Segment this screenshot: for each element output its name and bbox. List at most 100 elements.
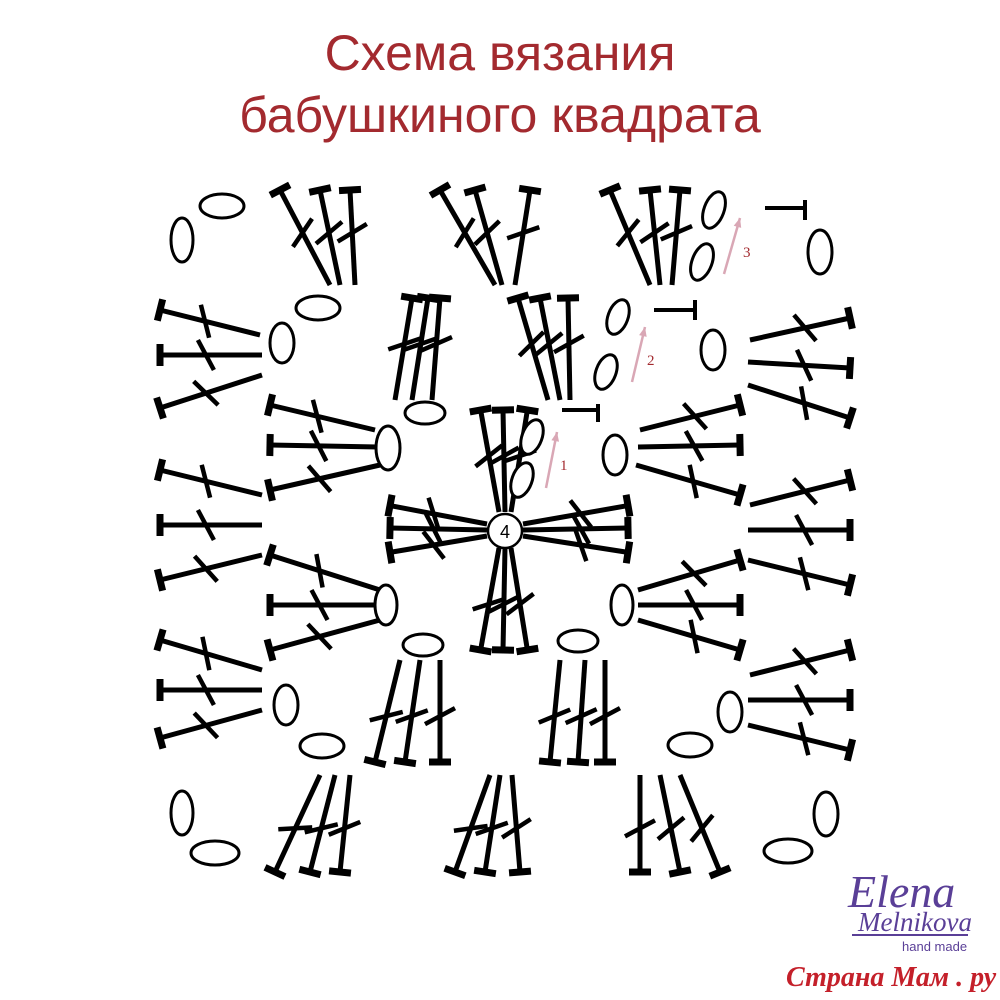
stitch-stem [747,382,851,421]
stitch-slash [291,217,314,249]
stitch-stem [402,659,423,763]
chain-stitch [169,789,195,837]
chain-stitch [519,418,545,456]
title-line-2: бабушкиного квадрата [239,87,761,143]
double-crochet-stitch [156,673,262,707]
stitch-stem [269,552,381,593]
stitch-slash [306,622,333,651]
chain-stitch [605,298,631,336]
double-crochet-stitch [506,291,551,401]
stitch-stem [372,659,403,763]
stitch-stem [277,188,333,287]
stitch-cap [393,756,417,768]
double-crochet-stitch [384,530,488,564]
brand-name: Elena [848,866,956,917]
double-crochet-stitch [268,181,333,287]
stitch-cap [845,356,855,380]
stitch-stem [429,297,443,401]
stitch-slash [487,445,520,467]
chain-stitch [666,731,714,759]
stitch-slash [537,707,572,725]
stitch-stem [337,774,353,873]
double-crochet-stitch [264,393,376,434]
stitch-slash [534,331,564,357]
double-crochet-stitch [266,588,380,622]
double-crochet-stitch [749,638,857,678]
stitch-cap [638,185,662,195]
stitch-slash [421,530,446,560]
stitch-cap [843,406,857,430]
double-crochet-stitch [156,508,262,542]
stitch-cap [733,638,747,662]
stitch-slash [192,379,220,407]
stitch-slash [797,556,811,591]
stitch-stem [307,774,338,873]
stitch-stem [515,297,551,401]
stitch-stem [159,707,263,741]
double-crochet-stitch [656,774,692,878]
stitch-slash [568,499,593,529]
stitch-slash [552,333,585,355]
stitch-slash [798,386,810,421]
stitch-slash [639,221,670,245]
stitch-stem [269,442,379,450]
stitch-cap [264,478,276,502]
stitch-cap [338,185,362,195]
double-crochet-stitch [443,774,493,880]
stitch-slash [656,815,686,841]
stitch-stem [639,402,741,433]
stitch-stem [269,617,381,653]
row-arrow-head [639,327,647,337]
brand-surname: Melnikova [858,907,972,937]
chain-stitch [812,790,840,838]
stitch-stem [747,722,851,753]
stitch-stem [522,533,629,555]
stitch-slash [309,588,330,622]
stitch-stem [389,533,488,555]
stitch-slash [192,711,220,740]
chain-stitch [169,216,195,264]
double-crochet-stitch [748,513,854,547]
stitch-cap [308,184,332,196]
stitch-stem [472,189,505,286]
stitch-stem [389,525,488,533]
site-name[interactable]: Страна Мам . ру [786,962,997,993]
stitch-slash [615,218,641,248]
chain-stitch [716,690,744,734]
chain-stitch [272,683,300,727]
stitch-cap [843,738,857,762]
double-crochet-stitch [423,660,457,766]
chain-stitch [298,732,346,760]
row-arrow [722,217,742,275]
row-labels: 1 2 3 [560,245,751,474]
stitch-slash [195,673,216,707]
row-arrow-shaft [722,217,742,275]
stitch-slash [794,513,815,547]
stitch-stem [749,315,851,343]
stitch-stem [389,503,488,527]
double-crochet-stitch [263,773,323,880]
stitch-slash [688,619,700,654]
stitch-stem [478,409,502,513]
stitch-stem [269,402,376,433]
stitch-stem [565,297,573,401]
stitch-slash [426,496,441,531]
stitch-slash [453,823,488,834]
stitch-stem [512,189,533,286]
row-arrow-head [551,432,560,442]
stitch-slash [588,706,622,727]
stitch-stem [747,359,851,371]
double-crochet-stitch [635,462,747,507]
row-arrow-head [733,218,742,228]
stitch-cap [473,866,497,878]
double-crochet-stitch [638,588,744,622]
chain-layer [169,190,840,867]
stitch-cap [733,483,747,507]
slip-stitch [654,300,697,320]
stitch-slash [387,336,422,352]
row-arrow-layer [544,217,742,489]
stitch-cap [528,292,552,304]
slip-stitch [765,200,807,220]
double-crochet-stitch [528,292,564,401]
brand-underline [852,934,968,936]
